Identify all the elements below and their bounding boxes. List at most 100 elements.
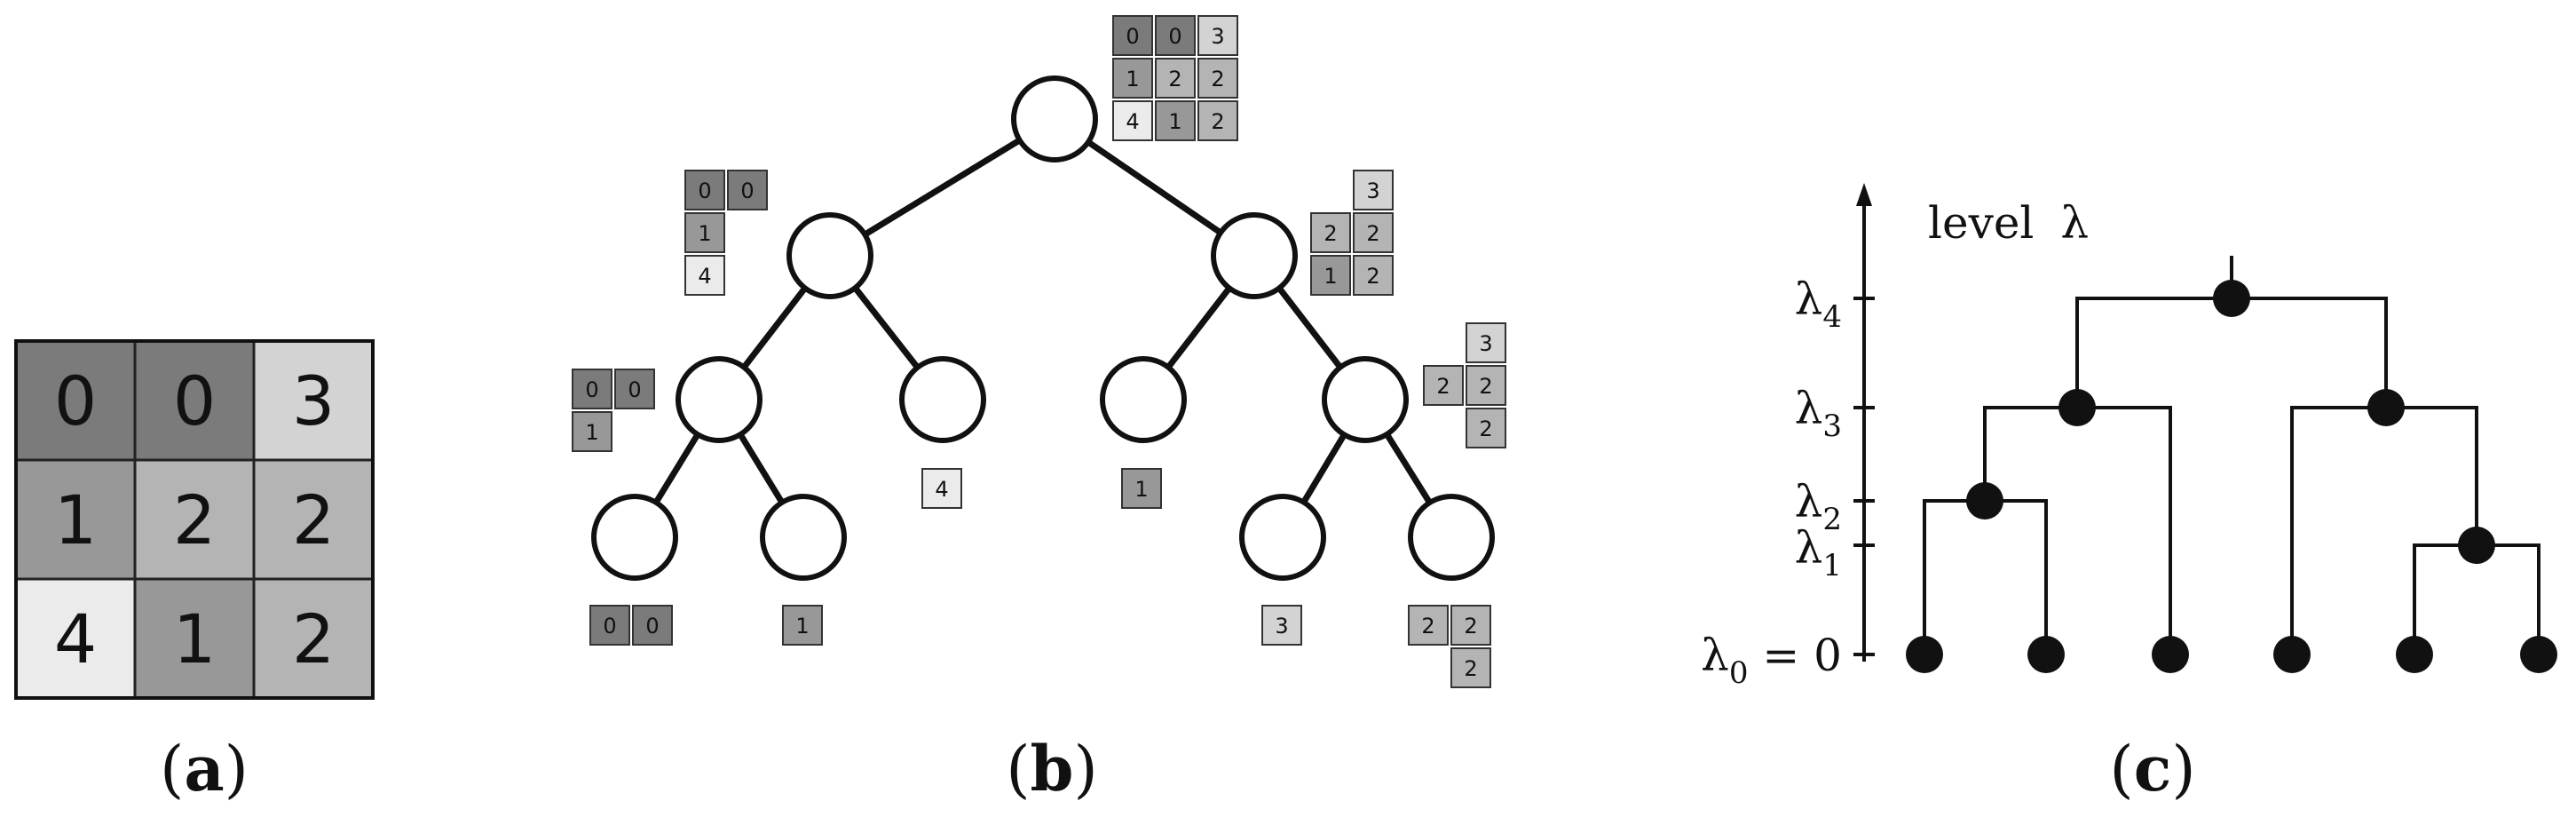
tree-nodes — [591, 75, 1495, 581]
dendrogram — [1853, 183, 2540, 662]
label-cell-value: 2 — [1436, 374, 1450, 399]
level-label: λ3 — [1795, 383, 1842, 444]
image-pixel-value: 2 — [292, 480, 335, 559]
label-cell-value: 2 — [1366, 221, 1379, 246]
label-cell — [684, 255, 725, 296]
tree-edge — [738, 432, 785, 504]
label-cell-value: 0 — [645, 614, 659, 639]
panel-b-caption: (b) — [1006, 732, 1098, 805]
panel-c-caption: (c) — [2109, 732, 2195, 805]
label-cell — [1197, 58, 1238, 99]
dendrogram-node — [2458, 527, 2495, 564]
label-cell-value: 4 — [935, 477, 948, 502]
image-pixel — [14, 339, 137, 462]
label-cell-value: 0 — [740, 178, 754, 203]
label-cell — [1310, 212, 1351, 253]
label-cell — [1155, 15, 1196, 56]
label-cell — [782, 605, 823, 646]
label-cell — [1423, 365, 1464, 406]
tree-edge — [1166, 286, 1232, 369]
label-cell-value: 2 — [1464, 656, 1477, 681]
label-cell — [572, 411, 612, 452]
tree-edge — [863, 137, 1022, 238]
label-cell-value: 1 — [585, 420, 598, 445]
label-cell-value: 4 — [698, 264, 711, 289]
dendrogram-nodes — [1906, 280, 2557, 673]
dendrogram-node — [1906, 636, 1943, 673]
level-label: λ4 — [1795, 274, 1842, 335]
label-cell — [1450, 605, 1491, 646]
tree-edge — [1276, 286, 1343, 369]
label-cell-value: 0 — [628, 377, 641, 402]
label-cell — [1466, 365, 1506, 406]
label-cell-value: 2 — [1479, 416, 1492, 441]
label-cell-value: 3 — [1479, 331, 1492, 356]
label-cell-value: 2 — [1168, 67, 1181, 91]
level-label: λ0 = 0 — [1701, 630, 1842, 691]
tree-node — [1408, 494, 1495, 581]
tree-edge — [741, 286, 808, 369]
label-cell — [1112, 58, 1153, 99]
label-cell-value: 3 — [1275, 614, 1288, 639]
label-cell-value: 0 — [1126, 24, 1139, 49]
label-cell-value: 2 — [1464, 614, 1477, 639]
image-pixel-value: 3 — [292, 361, 335, 440]
image-pixel — [252, 458, 375, 581]
tree-edge — [1086, 139, 1223, 235]
tree-node — [676, 356, 763, 443]
label-cell — [1112, 15, 1153, 56]
tree-node — [1100, 356, 1187, 443]
level-label: λ1 — [1795, 522, 1842, 583]
label-cell — [1353, 255, 1394, 296]
label-cell — [921, 468, 962, 509]
tree-node — [760, 494, 847, 581]
label-cell-value: 3 — [1211, 24, 1224, 49]
label-cell-value: 2 — [1479, 374, 1492, 399]
dendrogram-branch — [1983, 406, 2172, 654]
label-cell — [727, 170, 768, 210]
dendrogram-node — [2027, 636, 2065, 673]
tree-node — [1011, 75, 1098, 163]
label-cell-value: 1 — [698, 221, 711, 246]
image-pixel-value: 2 — [292, 599, 335, 678]
label-cell-value: 4 — [1126, 109, 1139, 134]
label-cell-value: 2 — [1421, 614, 1434, 639]
dendrogram-node — [1966, 482, 2003, 520]
image-pixel-value: 0 — [173, 361, 216, 440]
tree-node — [899, 356, 986, 443]
image-pixel — [133, 577, 256, 700]
label-cell — [589, 605, 630, 646]
label-cell-value: 1 — [1324, 264, 1337, 289]
label-cell-value: 1 — [795, 614, 809, 639]
dendrogram-node — [2367, 389, 2405, 426]
image-pixel-value: 2 — [173, 480, 216, 559]
label-cell-value: 0 — [585, 377, 598, 402]
image-pixel-value: 0 — [54, 361, 97, 440]
label-cell-value: 1 — [1168, 109, 1181, 134]
label-cell-value: 1 — [1126, 67, 1139, 91]
image-pixel-value: 4 — [54, 599, 97, 678]
dendrogram-branch — [2290, 406, 2478, 654]
label-cell-value: 0 — [1168, 24, 1181, 49]
label-cell — [632, 605, 673, 646]
label-cell — [1121, 468, 1162, 509]
dendrogram-node — [2152, 636, 2189, 673]
dendrogram-node — [2396, 636, 2433, 673]
label-cell-value: 1 — [1134, 477, 1148, 502]
label-cell — [1310, 255, 1351, 296]
label-cell-value: 2 — [1211, 67, 1224, 91]
tree-node — [786, 212, 873, 299]
image-pixel — [133, 339, 256, 462]
label-cell — [1353, 170, 1394, 210]
panel-a-caption: (a) — [160, 732, 249, 805]
level-label: λ2 — [1795, 476, 1842, 537]
image-pixel-value: 1 — [173, 599, 216, 678]
tree-node — [1322, 356, 1409, 443]
label-cell — [684, 170, 725, 210]
label-cell — [614, 369, 655, 409]
label-cell — [1197, 15, 1238, 56]
